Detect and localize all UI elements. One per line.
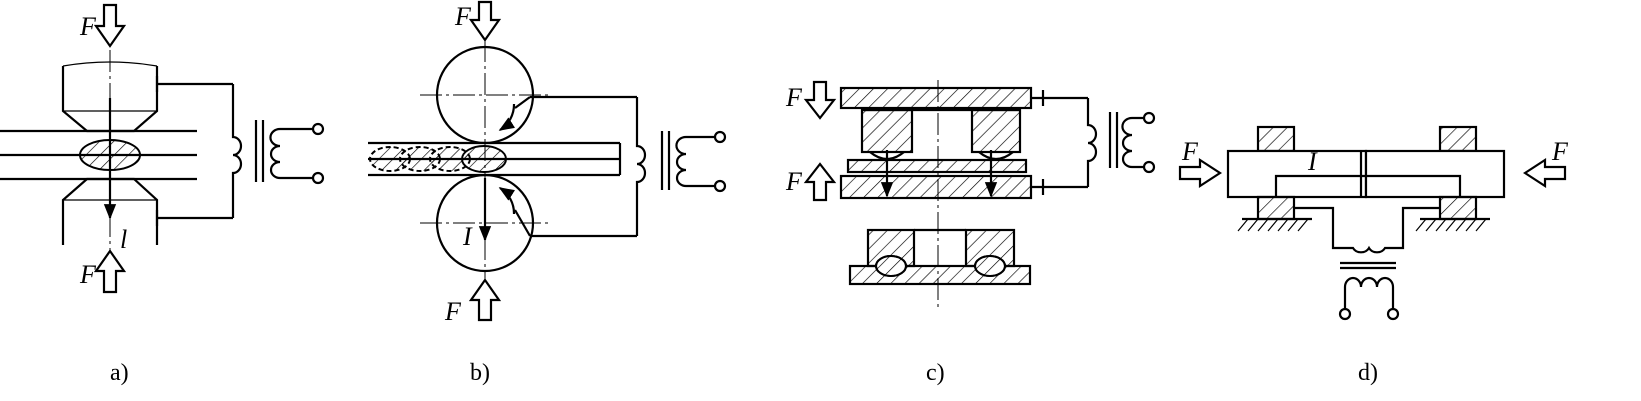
force-label-bottom: F bbox=[785, 167, 803, 196]
force-arrow-down-icon bbox=[468, 0, 502, 42]
force-arrow-up-icon bbox=[93, 249, 127, 294]
force-arrow-down-icon bbox=[803, 80, 837, 120]
clamp-top-left bbox=[1256, 125, 1296, 153]
panel-b-seam-welding: F I F bbox=[368, 0, 727, 386]
workpiece-bar-right bbox=[1364, 149, 1506, 199]
transformer-circuit-b bbox=[514, 95, 727, 238]
force-label-top: F bbox=[785, 83, 803, 112]
panel-a-spot-welding: F l F bbox=[0, 3, 325, 386]
workpiece-bar-left bbox=[1226, 149, 1368, 199]
caption-a: a) bbox=[110, 360, 129, 386]
transformer-circuit-a bbox=[155, 76, 325, 226]
caption-b: b) bbox=[470, 360, 490, 386]
force-label-right: F bbox=[1551, 137, 1569, 166]
panel-c-projection-welding: F F bbox=[785, 80, 1156, 386]
lower-electrode-plate bbox=[839, 174, 1033, 200]
rotation-arrow-upper bbox=[498, 103, 516, 131]
current-path bbox=[1274, 174, 1462, 197]
force-arrow-up-icon bbox=[803, 162, 837, 202]
force-arrow-down-icon bbox=[93, 3, 127, 48]
force-label-left: F bbox=[1181, 137, 1199, 166]
caption-c: c) bbox=[926, 360, 945, 386]
force-arrow-up-icon bbox=[468, 278, 502, 322]
force-arrow-right-icon bbox=[1178, 157, 1223, 189]
force-label-bottom: F bbox=[444, 297, 462, 326]
transformer-circuit-c bbox=[1031, 90, 1156, 195]
caption-d: d) bbox=[1358, 360, 1378, 386]
transformer-circuit-d bbox=[1294, 206, 1440, 321]
upper-workpiece-boss-left bbox=[860, 108, 914, 154]
fixed-base bbox=[1237, 217, 1490, 232]
seam-weld-nuggets bbox=[369, 145, 507, 173]
lower-workpiece-sheet bbox=[846, 158, 1028, 174]
welded-result bbox=[848, 228, 1032, 286]
current-label-b: I bbox=[462, 222, 473, 251]
clamp-bottom-right bbox=[1438, 195, 1478, 221]
panel-d-butt-welding: F F I d) bbox=[1178, 125, 1569, 386]
clamp-bottom-left bbox=[1256, 195, 1296, 221]
upper-workpiece-boss-right bbox=[970, 108, 1022, 154]
force-label-top: F bbox=[79, 12, 97, 41]
current-label-d: I bbox=[1307, 147, 1318, 176]
rotation-arrow-lower bbox=[498, 187, 516, 215]
current-label-a: l bbox=[120, 225, 127, 254]
force-arrow-left-icon bbox=[1522, 157, 1567, 189]
clamp-top-right bbox=[1438, 125, 1478, 153]
upper-electrode-plate bbox=[839, 86, 1033, 110]
force-label-bottom: F bbox=[79, 260, 97, 289]
force-label-top: F bbox=[454, 2, 472, 31]
